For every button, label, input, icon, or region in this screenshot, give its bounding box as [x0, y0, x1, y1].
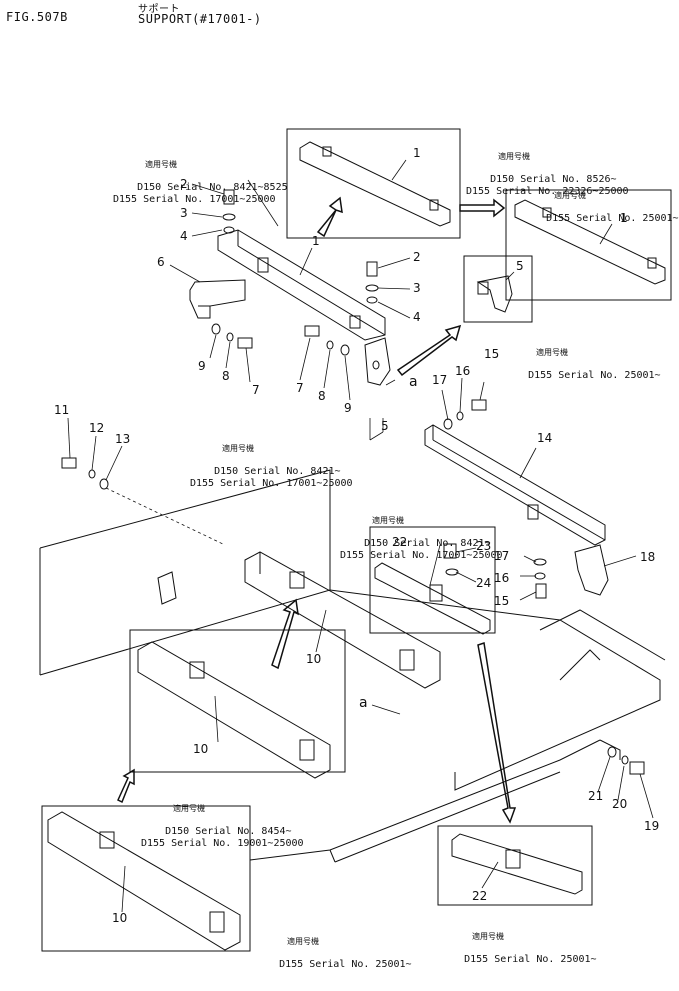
- bracket-22: [374, 562, 491, 635]
- inset-frame: [41, 805, 251, 952]
- svg-text:2: 2: [180, 177, 188, 191]
- bracket-6: [189, 279, 246, 319]
- svg-text:10: 10: [306, 652, 321, 666]
- bracket-18: [574, 544, 609, 596]
- svg-text:6: 6: [157, 255, 165, 269]
- serial-note: 適用号機 D155 Serial No. 25001~: [528, 348, 661, 381]
- bracket-5: [364, 337, 391, 386]
- serial-note: 適用号機 D155 Serial No. 25001~: [279, 937, 412, 970]
- svg-text:11: 11: [54, 403, 69, 417]
- svg-text:16: 16: [455, 364, 470, 378]
- inset-bracket-1b: [514, 199, 666, 285]
- inset-frame: [129, 629, 346, 773]
- inset-bracket-1: [299, 141, 451, 227]
- serial-note: 適用号機 D155 Serial No. 25001~: [546, 191, 679, 224]
- title-kana: サポート: [138, 4, 180, 15]
- svg-text:19: 19: [644, 819, 659, 833]
- svg-text:7: 7: [252, 383, 260, 397]
- svg-text:1: 1: [620, 211, 628, 225]
- svg-text:16: 16: [494, 571, 509, 585]
- svg-text:15: 15: [494, 594, 509, 608]
- bracket-1: [217, 229, 386, 341]
- inset-frame: [505, 189, 672, 301]
- svg-text:3: 3: [180, 206, 188, 220]
- inset-frame: [369, 526, 496, 634]
- svg-text:4: 4: [180, 229, 188, 243]
- svg-text:5: 5: [381, 419, 389, 433]
- svg-text:15: 15: [484, 347, 499, 361]
- svg-text:1: 1: [413, 146, 421, 160]
- bar-14: [424, 424, 606, 546]
- svg-text:10: 10: [193, 742, 208, 756]
- svg-text:20: 20: [612, 797, 627, 811]
- inset-frame: [437, 825, 593, 906]
- bracket-22-inset: [451, 833, 583, 895]
- floor-plate: [39, 469, 666, 863]
- bracket-10: [244, 551, 441, 689]
- small-plate: [157, 571, 177, 605]
- figure-number: FIG.507B: [6, 10, 68, 24]
- svg-text:13: 13: [115, 432, 130, 446]
- transfer-arrows: [117, 196, 517, 824]
- svg-text:9: 9: [198, 359, 206, 373]
- svg-text:12: 12: [89, 421, 104, 435]
- inset-frame: [286, 128, 461, 239]
- callout-labels: 1 1 1 2 3 4 2 3 4 5 5 6 7 7 8 8 9 9 a a …: [54, 146, 659, 925]
- leader-lines: [67, 159, 654, 913]
- svg-text:a: a: [409, 374, 418, 390]
- svg-text:23: 23: [476, 539, 491, 553]
- serial-note: 適用号機 D150 Serial No. 8526~D155 Serial No…: [466, 152, 629, 197]
- svg-text:22: 22: [392, 535, 407, 549]
- fasteners: [61, 189, 645, 775]
- svg-text:5: 5: [516, 259, 524, 273]
- svg-text:24: 24: [476, 576, 491, 590]
- inset-bracket-5: [476, 275, 513, 313]
- svg-text:22: 22: [472, 889, 487, 903]
- svg-text:3: 3: [413, 281, 421, 295]
- svg-text:7: 7: [296, 381, 304, 395]
- svg-text:14: 14: [537, 431, 552, 445]
- svg-text:17: 17: [432, 373, 447, 387]
- svg-text:17: 17: [494, 549, 509, 563]
- svg-text:18: 18: [640, 550, 655, 564]
- bracket-10-inset: [137, 641, 331, 779]
- inset-frame: [463, 255, 533, 323]
- svg-text:8: 8: [318, 389, 326, 403]
- svg-text:9: 9: [344, 401, 352, 415]
- bracket-10-lower: [47, 811, 241, 951]
- svg-text:2: 2: [413, 250, 421, 264]
- page-title: SUPPORT(#17001-): [138, 12, 262, 26]
- svg-text:a: a: [359, 695, 368, 711]
- svg-text:8: 8: [222, 369, 230, 383]
- svg-text:4: 4: [413, 310, 421, 324]
- svg-text:10: 10: [112, 911, 127, 925]
- svg-text:1: 1: [312, 234, 320, 248]
- serial-note: 適用号機 D150 Serial No. 8454~D155 Serial No…: [141, 804, 304, 849]
- svg-text:21: 21: [588, 789, 603, 803]
- serial-note: 適用号機 D155 Serial No. 25001~: [464, 932, 597, 965]
